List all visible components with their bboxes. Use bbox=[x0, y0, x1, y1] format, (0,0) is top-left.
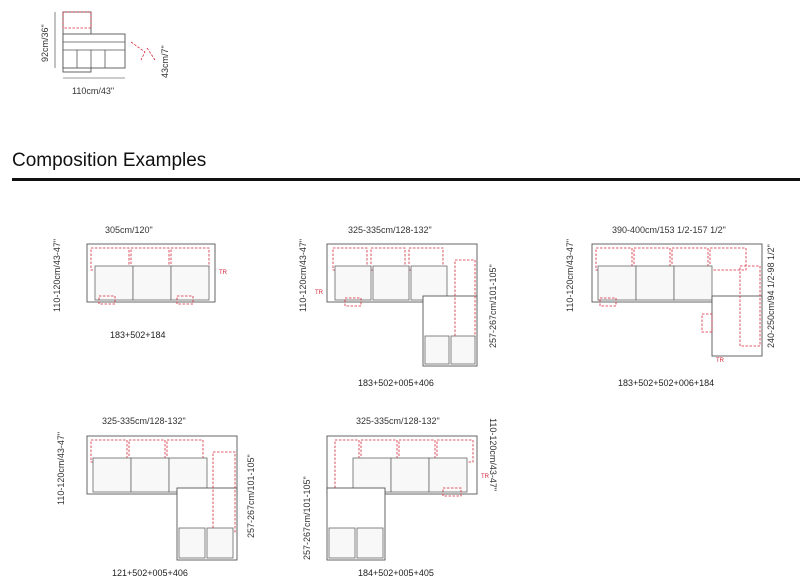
composition-1-plan: TR bbox=[86, 243, 228, 305]
composition-4-width: 325-335cm/128-132" bbox=[102, 416, 186, 426]
composition-2-tr: TR bbox=[315, 290, 324, 296]
section-divider bbox=[12, 178, 800, 181]
sofa-body bbox=[62, 33, 126, 69]
composition-1-width: 305cm/120" bbox=[105, 225, 153, 235]
recline-indicator bbox=[130, 41, 146, 61]
composition-2-plan: TR bbox=[315, 243, 478, 367]
composition-3-width: 390-400cm/153 1/2-157 1/2" bbox=[612, 225, 726, 235]
composition-4-plan bbox=[86, 435, 238, 561]
composition-2-depth: 110-120cm/43-47" bbox=[298, 238, 308, 312]
composition-4-side: 257-267cm/101-105" bbox=[246, 454, 256, 538]
composition-1-depth: 110-120cm/43-47" bbox=[52, 238, 62, 312]
composition-3-side: 240-250cm/94 1/2-98 1/2" bbox=[766, 244, 776, 348]
composition-3-depth: 110-120cm/43-47" bbox=[565, 238, 575, 312]
composition-5-depth: 110-120cm/43-47" bbox=[488, 418, 498, 492]
composition-2-caption: 183+502+005+406 bbox=[358, 378, 434, 388]
composition-4-depth: 110-120cm/43-47" bbox=[56, 431, 66, 505]
composition-2-side: 257-267cm/101-105" bbox=[488, 264, 498, 348]
composition-5-caption: 184+502+005+405 bbox=[358, 568, 434, 578]
composition-3-plan: TR bbox=[591, 243, 763, 364]
sofa-side-view bbox=[54, 11, 156, 79]
composition-3-caption: 183+502+502+006+184 bbox=[618, 378, 715, 388]
width-label: 110cm/43" bbox=[72, 86, 115, 96]
composition-5-plan: TR bbox=[326, 435, 490, 561]
headrest-dashed bbox=[62, 11, 92, 29]
seat-height-label: 43cm/7" bbox=[160, 45, 170, 78]
composition-2-width: 325-335cm/128-132" bbox=[348, 225, 432, 235]
composition-4-caption: 121+502+005+406 bbox=[112, 568, 188, 578]
composition-3-tr: TR bbox=[716, 358, 725, 364]
composition-1-tr: TR bbox=[219, 270, 228, 276]
composition-1-caption: 183+502+184 bbox=[110, 330, 166, 340]
composition-5-tr: TR bbox=[481, 474, 490, 480]
height-label: 92cm/36" bbox=[40, 24, 50, 62]
composition-5-width: 325-335cm/128-132" bbox=[356, 416, 440, 426]
section-title: Composition Examples bbox=[12, 150, 207, 171]
composition-5-side: 257-267cm/101-105" bbox=[302, 476, 312, 560]
